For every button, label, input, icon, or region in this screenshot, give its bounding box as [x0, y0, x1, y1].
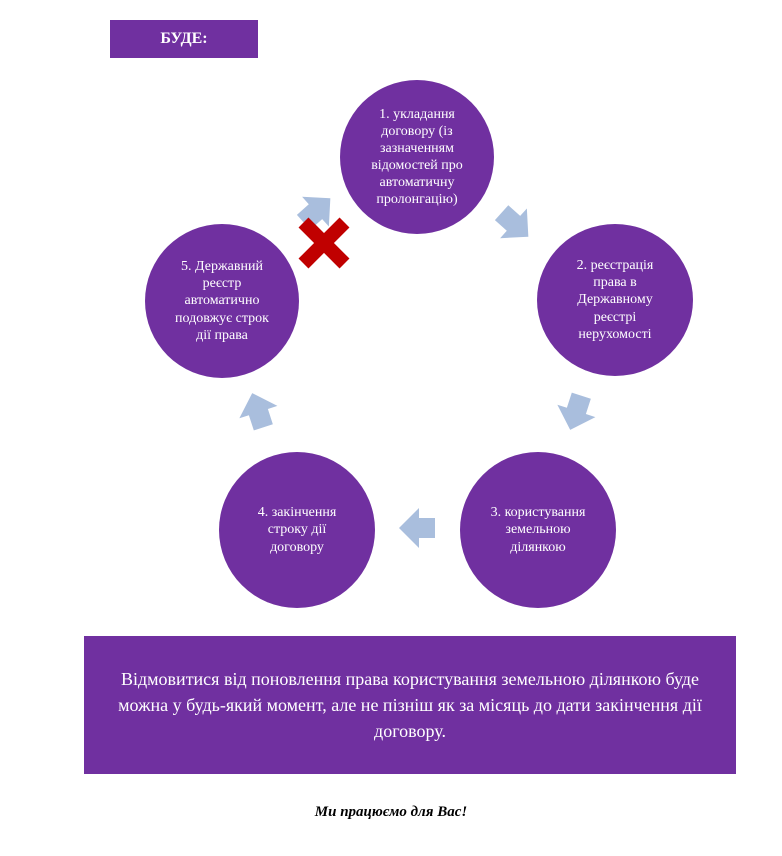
cycle-step-5-label: 5. Державний реєстр автоматично подовжує… — [175, 259, 269, 343]
cycle-step-3-label: 3. користування земельною ділянкою — [490, 505, 586, 555]
arrow-1-to-2 — [494, 205, 529, 239]
header-badge: БУДЕ: — [110, 20, 258, 58]
cycle-step-2-label: 2. реєстрація права в Державному реєстрі… — [576, 258, 654, 342]
cycle-step-4-label: 4. закінчення строку дії договору — [257, 505, 337, 555]
footer-slogan: Ми працюємо для Вас! — [314, 804, 468, 820]
cycle-step-1: 1. укладання договору (із зазначенням ві… — [340, 80, 494, 234]
cycle-step-3: 3. користування земельною ділянкою — [460, 452, 616, 608]
arrow-2-to-3 — [557, 392, 596, 430]
cycle-step-4: 4. закінчення строку дії договору — [219, 452, 375, 608]
red-cross-icon — [298, 217, 350, 269]
arrow-4-to-5 — [239, 393, 278, 431]
cycle-step-1-label: 1. укладання договору (із зазначенням ві… — [371, 106, 463, 208]
cycle-step-5: 5. Державний реєстр автоматично подовжує… — [145, 224, 299, 378]
note-box: Відмовитися від поновлення права користу… — [84, 636, 736, 774]
note-text: Відмовитися від поновлення права користу… — [118, 668, 702, 742]
cycle-step-2: 2. реєстрація права в Державному реєстрі… — [537, 224, 693, 376]
arrow-3-to-4 — [399, 508, 435, 548]
